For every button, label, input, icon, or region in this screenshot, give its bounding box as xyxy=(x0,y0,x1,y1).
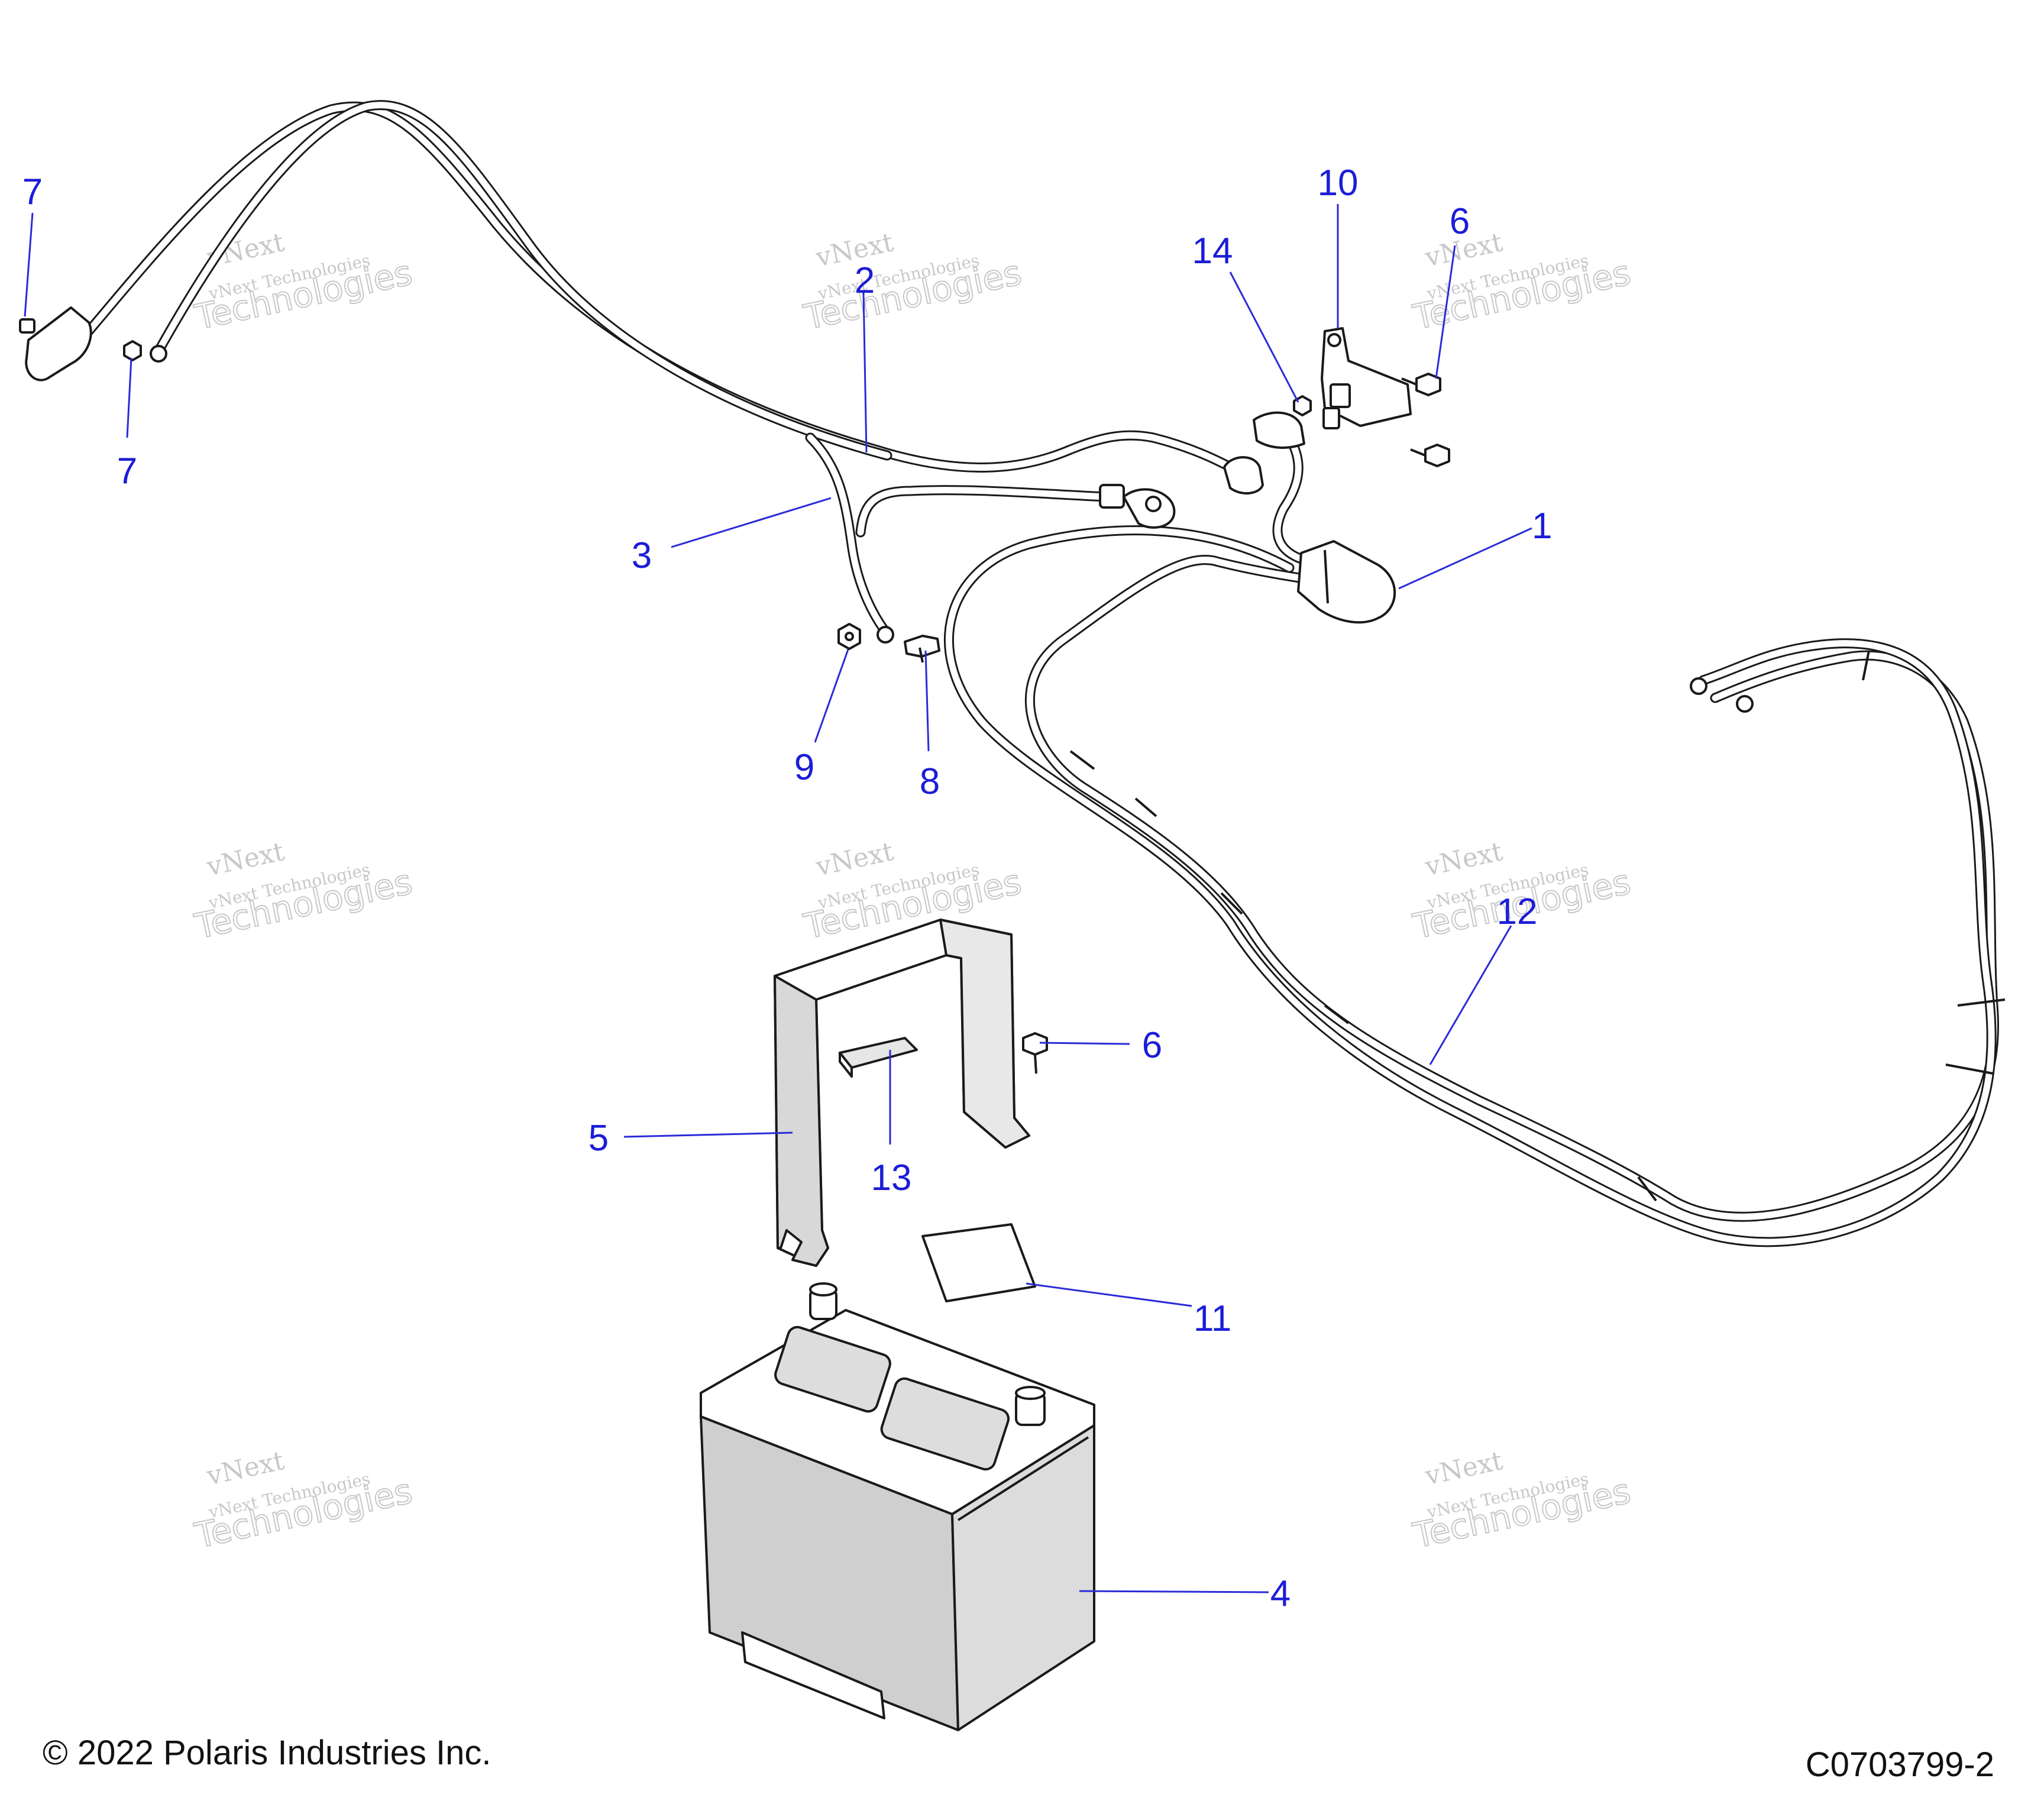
copyright-notice: © 2022 Polaris Industries Inc. xyxy=(43,1734,491,1772)
watermark: vNext vNext Technologies Technologies xyxy=(190,1446,416,1557)
ring-terminals xyxy=(150,345,1754,713)
terminal-boot-part-1 xyxy=(1297,540,1396,624)
callout-11: 11 xyxy=(1194,1298,1231,1339)
callout-9: 9 xyxy=(794,747,814,788)
callout-4: 4 xyxy=(1270,1573,1291,1614)
callout-12: 12 xyxy=(1497,891,1538,932)
watermark: vNext vNext Technologies Technologies xyxy=(1409,1446,1635,1557)
callout-5: 5 xyxy=(588,1118,609,1159)
svg-text:vNext: vNext xyxy=(813,836,896,882)
callout-8: 8 xyxy=(920,761,940,802)
callout-14: 14 xyxy=(1192,231,1233,271)
ground-terminal-part-3 xyxy=(1099,484,1176,529)
watermark: vNext vNext Technologies Technologies xyxy=(800,836,1026,948)
battery-bracket-part-5 xyxy=(774,919,1030,1267)
callout-3: 3 xyxy=(632,535,652,576)
watermark: vNext vNext Technologies Technologies xyxy=(800,227,1026,338)
callout-13: 13 xyxy=(871,1158,912,1198)
cable-part-1 xyxy=(1272,432,1306,564)
cable-part-2 xyxy=(83,100,1247,479)
leader-lines xyxy=(24,204,1532,1593)
bolts-part-6 xyxy=(1022,373,1450,1074)
solenoid-part-10 xyxy=(1253,327,1412,449)
pad-part-13 xyxy=(839,1037,918,1078)
watermark: vNext vNext Technologies Technologies xyxy=(1409,227,1635,338)
watermark: vNext vNext Technologies Technologies xyxy=(190,227,416,338)
label-part-11 xyxy=(921,1223,1036,1302)
cable-boot-part-2 xyxy=(1223,456,1264,495)
svg-text:vNext: vNext xyxy=(203,1446,287,1492)
cable-part-12 xyxy=(944,525,2006,1247)
callout-10: 10 xyxy=(1318,163,1359,203)
cable-part-3 xyxy=(805,432,1111,635)
svg-text:vNext: vNext xyxy=(1422,836,1505,882)
callout-1: 1 xyxy=(1532,506,1552,547)
callout-7-lower: 7 xyxy=(117,451,137,492)
svg-text:vNext: vNext xyxy=(1422,1446,1505,1492)
nut-part-9 xyxy=(837,623,861,650)
callouts: 1 2 3 4 5 6 6 7 7 8 9 10 11 12 13 14 xyxy=(22,163,1553,1614)
callout-7-upper: 7 xyxy=(22,172,43,212)
callout-6-upper: 6 xyxy=(1450,201,1470,242)
svg-text:vNext: vNext xyxy=(203,836,287,882)
callout-2: 2 xyxy=(855,260,875,301)
terminal-cap-part-7 xyxy=(19,306,142,381)
battery-part-4 xyxy=(700,1282,1095,1731)
bolt-part-8 xyxy=(904,635,940,663)
drawing-number: C0703799-2 xyxy=(1805,1745,1994,1784)
callout-6-lower: 6 xyxy=(1142,1025,1162,1066)
watermark: vNext vNext Technologies Technologies xyxy=(190,836,416,948)
